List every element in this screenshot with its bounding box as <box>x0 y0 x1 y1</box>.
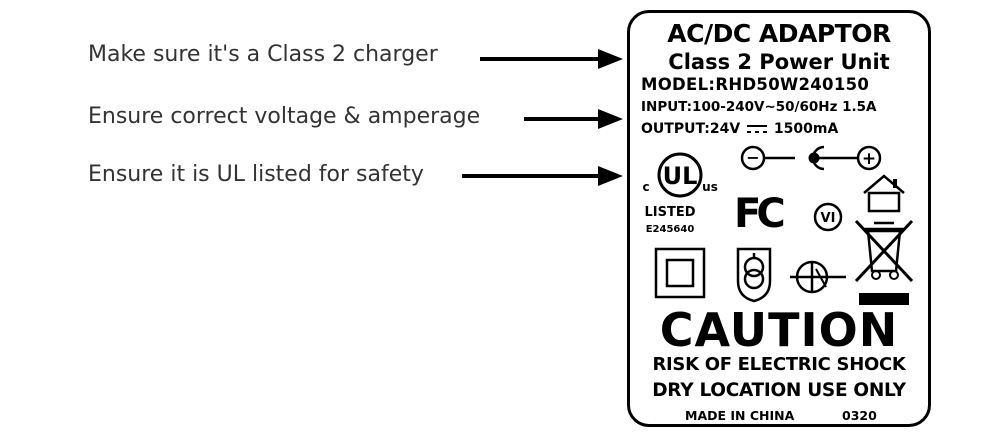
polarity-minus: − <box>746 148 759 167</box>
dc-symbol-icon <box>747 125 768 133</box>
double-insulation-icon <box>654 247 706 299</box>
warning-dry-location: DRY LOCATION USE ONLY <box>652 380 906 401</box>
annotation-voltage: Ensure correct voltage & amperage <box>88 104 481 129</box>
thermal-fuse-icon <box>790 260 846 294</box>
label-output-suffix: 1500mA <box>773 121 839 137</box>
efficiency-level-icon: VI <box>813 202 843 232</box>
ul-c-text: c <box>642 180 649 194</box>
warning-electric-shock: RISK OF ELECTRIC SHOCK <box>652 354 906 375</box>
weee-bin-icon <box>854 219 914 305</box>
annotation-ul: Ensure it is UL listed for safety <box>88 162 424 187</box>
made-in-text: MADE IN CHINA <box>685 408 795 423</box>
ul-mark-text: UL <box>663 162 698 190</box>
label-input: INPUT:100-240V∼50/60Hz 1.5A <box>641 99 877 115</box>
label-subtitle: Class 2 Power Unit <box>668 50 890 74</box>
ul-number-text: E245640 <box>646 224 695 235</box>
safety-transformer-icon <box>736 247 772 303</box>
efficiency-level-text: VI <box>821 211 836 226</box>
indoor-use-icon <box>863 174 905 213</box>
fcc-logo: FC <box>734 191 786 237</box>
label-output-prefix: OUTPUT:24V <box>641 121 741 137</box>
annotation-class2: Make sure it's a Class 2 charger <box>88 42 438 67</box>
label-output: OUTPUT:24V 1500mA <box>641 121 838 137</box>
ul-listed-text: LISTED <box>644 205 695 220</box>
ul-listed-icon: UL c us LISTED E245640 <box>642 152 718 235</box>
arrow-ul <box>462 166 623 186</box>
arrow-voltage <box>524 109 623 129</box>
polarity-plus: + <box>862 149 876 169</box>
arrow-class2 <box>480 49 623 69</box>
adapter-label: AC/DC ADAPTOR Class 2 Power Unit MODEL:R… <box>627 10 931 427</box>
ul-us-text: us <box>702 180 718 194</box>
label-title: AC/DC ADAPTOR <box>667 19 891 48</box>
caution-heading: CAUTION <box>659 303 899 357</box>
label-model: MODEL:RHD50W240150 <box>641 75 870 94</box>
polarity-icon: − + <box>740 145 882 171</box>
date-code-text: 0320 <box>842 408 877 423</box>
